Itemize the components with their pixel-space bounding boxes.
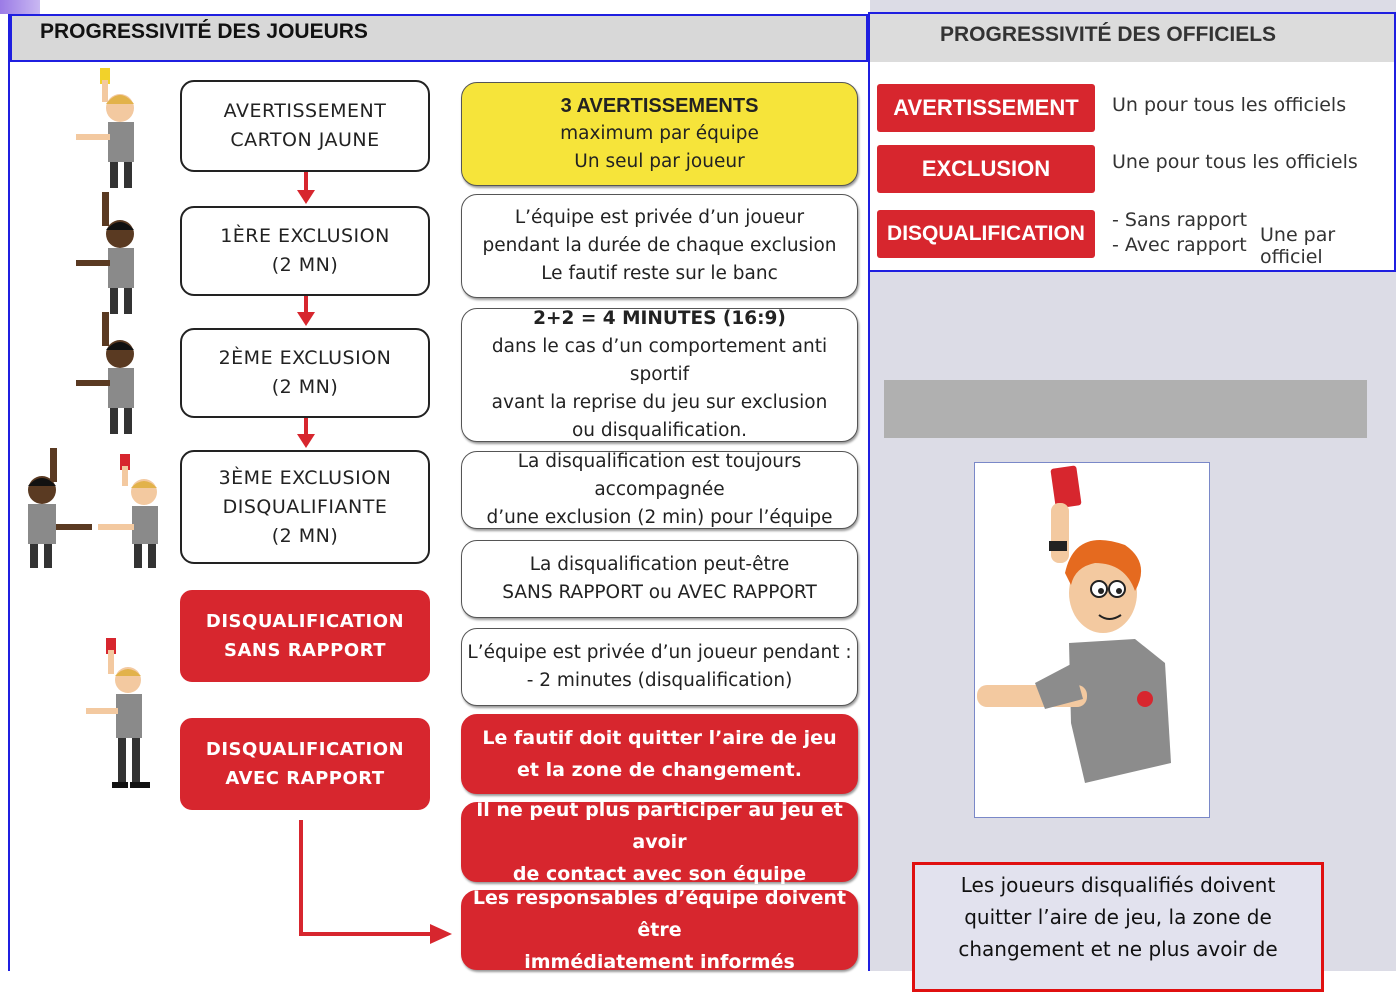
info-line: Il ne peut plus participer au jeu et avo…: [476, 799, 843, 853]
referee-yellow-card-illustration: [76, 68, 134, 188]
flow-arrow-head: [297, 434, 315, 448]
officials-warning-text: Un pour tous les officiels: [1112, 94, 1347, 116]
info-line-title: 3 AVERTISSEMENTS: [560, 95, 759, 117]
stage-line: DISQUALIFICATION: [205, 611, 405, 632]
referee-illustration-frame: [974, 462, 1210, 818]
flow-arrow-head: [297, 312, 315, 326]
stage-warning-yellow-card: AVERTISSEMENT CARTON JAUNE: [180, 80, 430, 172]
players-header-title: PROGRESSIVITÉ DES JOUEURS: [40, 20, 368, 43]
info-line: Les responsables d’équipe doivent être: [472, 887, 847, 941]
note-line: changement et ne plus avoir de: [958, 937, 1278, 961]
info-line: La disqualification est toujours accompa…: [517, 451, 802, 500]
officials-disqualification-label: DISQUALIFICATION: [877, 210, 1095, 258]
stage-line: 3ÈME EXCLUSION: [218, 466, 392, 489]
info-line: et la zone de changement.: [517, 759, 802, 781]
info-officials-informed: Les responsables d’équipe doivent être i…: [461, 887, 858, 973]
info-line: Un seul par joueur: [574, 151, 745, 172]
info-line: Le fautif doit quitter l’aire de jeu: [482, 727, 837, 749]
stage-line: (2 MN): [271, 254, 339, 276]
officials-exclusion-text: Une pour tous les officiels: [1112, 151, 1358, 173]
officials-header: PROGRESSIVITÉ DES OFFICIELS: [868, 12, 1396, 64]
info-four-minutes: 2+2 = 4 MINUTES (16:9) dans le cas d’un …: [461, 308, 858, 442]
elbow-arrow: [299, 820, 452, 944]
info-line: d’une exclusion (2 min) pour l’équipe: [486, 507, 833, 528]
info-no-contact-with-team: Il ne peut plus participer au jeu et avo…: [461, 799, 858, 885]
players-header: PROGRESSIVITÉ DES JOUEURS: [10, 14, 868, 62]
info-line: avant la reprise du jeu sur exclusion: [491, 392, 828, 413]
officials-exclusion-label: EXCLUSION: [877, 145, 1095, 193]
info-disqualification-with-exclusion: La disqualification est toujours accompa…: [461, 451, 858, 529]
stage-first-exclusion: 1ÈRE EXCLUSION (2 MN): [180, 206, 430, 296]
flow-arrow-shaft: [304, 418, 308, 436]
info-line-title: 2+2 = 4 MINUTES (16:9): [533, 308, 786, 329]
stage-third-exclusion: 3ÈME EXCLUSION DISQUALIFIANTE (2 MN): [180, 450, 430, 564]
info-warnings-limit: 3 AVERTISSEMENTS maximum par équipe Un s…: [461, 82, 858, 186]
stage-disqualification-with-report: DISQUALIFICATION AVEC RAPPORT: [180, 718, 430, 810]
stage-line: (2 MN): [271, 376, 339, 398]
info-line: - 2 minutes (disqualification): [526, 670, 793, 691]
info-line: SANS RAPPORT ou AVEC RAPPORT: [502, 582, 817, 603]
corner-accent: [0, 0, 40, 14]
disqualified-players-note: Les joueurs disqualifiés doivent quitter…: [912, 862, 1324, 992]
referee-red-card-large-illustration: [977, 465, 1171, 783]
officials-disqualification-with-report: - Avec rapport: [1112, 234, 1247, 256]
info-line: ou disqualification.: [571, 420, 747, 441]
info-line: maximum par équipe: [560, 123, 759, 144]
grey-band: [884, 380, 1367, 438]
stage-line: DISQUALIFIANTE: [222, 495, 388, 518]
stage-line: (2 MN): [271, 524, 339, 547]
referee-red-card-illustration: [86, 638, 150, 788]
flow-arrow-head: [297, 190, 315, 204]
info-team-deprived-two-minutes: L’équipe est privée d’un joueur pendant …: [461, 628, 858, 706]
referee-first-exclusion-illustration: [76, 192, 134, 314]
stage-line: SANS RAPPORT: [224, 640, 386, 661]
stage-line: DISQUALIFICATION: [205, 739, 405, 760]
info-line: de contact avec son équipe: [512, 863, 807, 885]
stage-line: 1ÈRE EXCLUSION: [220, 225, 390, 247]
info-line: immédiatement informés: [524, 951, 795, 973]
stage-line: AVEC RAPPORT: [225, 768, 385, 789]
stage-line: CARTON JAUNE: [230, 129, 380, 151]
info-line: pendant la durée de chaque exclusion: [482, 235, 837, 256]
stage-disqualification-without-report: DISQUALIFICATION SANS RAPPORT: [180, 590, 430, 682]
officials-header-title: PROGRESSIVITÉ DES OFFICIELS: [940, 23, 1277, 46]
info-line: La disqualification peut-être: [529, 554, 790, 575]
flow-arrow-shaft: [304, 296, 308, 314]
info-team-deprived: L’équipe est privée d’un joueur pendant …: [461, 194, 858, 298]
info-line: L’équipe est privée d’un joueur pendant …: [467, 642, 852, 663]
note-line: Les joueurs disqualifiés doivent: [960, 873, 1276, 897]
info-line: L’équipe est privée d’un joueur: [514, 207, 805, 228]
officials-warning-label: AVERTISSEMENT: [877, 84, 1095, 132]
stage-second-exclusion: 2ÈME EXCLUSION (2 MN): [180, 328, 430, 418]
officials-disqualification-without-report: - Sans rapport: [1112, 209, 1248, 231]
info-line: dans le cas d’un comportement anti sport…: [491, 336, 828, 385]
referee-second-exclusion-illustration: [76, 312, 134, 434]
stage-line: 2ÈME EXCLUSION: [218, 347, 392, 369]
officials-disqualification-per-official: Une par officiel: [1260, 224, 1336, 268]
flow-arrow-shaft: [304, 172, 308, 192]
info-leave-court: Le fautif doit quitter l’aire de jeu et …: [461, 714, 858, 794]
stage-line: AVERTISSEMENT: [223, 100, 387, 122]
info-report-types: La disqualification peut-être SANS RAPPO…: [461, 540, 858, 618]
note-line: quitter l’aire de jeu, la zone de: [964, 905, 1272, 929]
info-line: Le fautif reste sur le banc: [541, 263, 778, 284]
referees-disqualifying-illustration: [28, 448, 158, 568]
